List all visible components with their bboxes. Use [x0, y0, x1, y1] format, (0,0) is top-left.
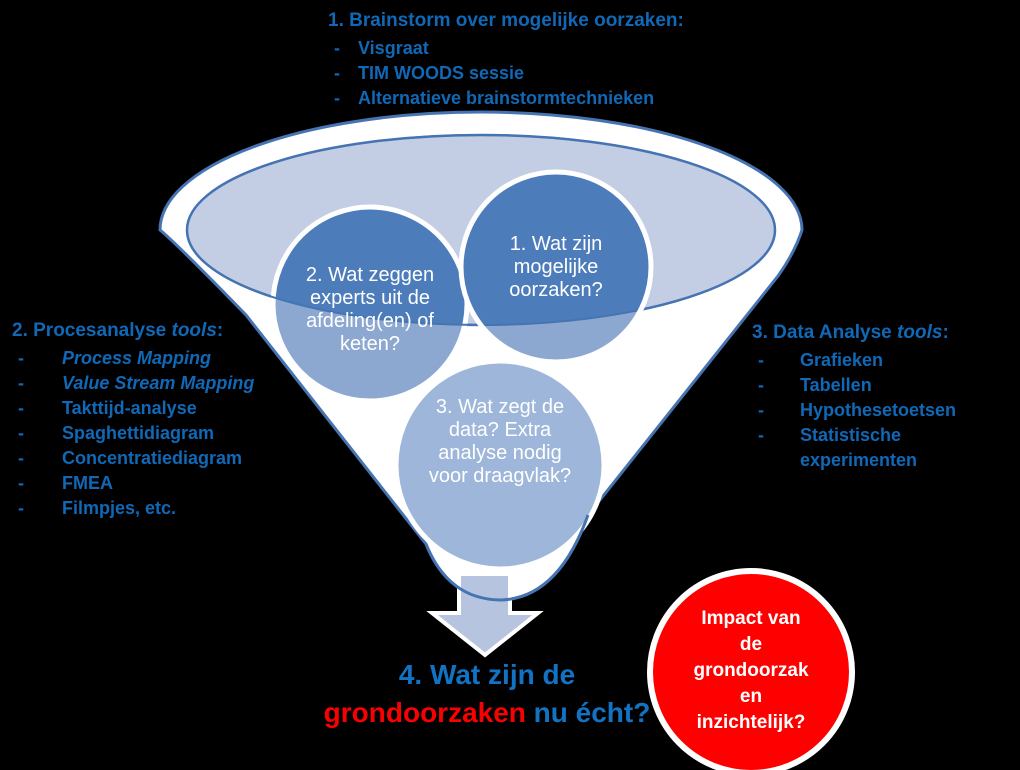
data-analyse-heading: 3. Data Analyse tools: — [752, 320, 992, 345]
list-item: - Grafieken — [752, 348, 992, 373]
list-item: - Concentratiediagram — [12, 446, 312, 471]
final-question: 4. Wat zijn de grondoorzaken nu écht? — [292, 656, 682, 732]
circle-1-label: 1. Wat zijn mogelijke oorzaken? — [509, 233, 603, 301]
list-item-label: Takttijd-analyse — [62, 398, 197, 418]
list-item-label: Value Stream Mapping — [62, 373, 255, 393]
list-item-label: FMEA — [62, 473, 113, 493]
bullet-dash: - — [758, 400, 764, 420]
circle-1-ring — [458, 169, 654, 365]
list-item: - Hypothesetoetsen — [752, 398, 992, 423]
heading-prefix: 3. Data Analyse — [752, 322, 898, 343]
data-analyse-list: 3. Data Analyse tools: - Grafieken - Tab… — [752, 320, 992, 473]
circle-3-label: 3. Wat zegt de data? Extra analyse nodig… — [428, 396, 572, 487]
final-question-blue: nu écht? — [525, 697, 651, 728]
impact-circle-shape — [647, 568, 855, 770]
list-item: - Process Mapping — [12, 346, 312, 371]
list-item: - Spaghettidiagram — [12, 421, 312, 446]
bullet-dash: - — [18, 448, 24, 468]
list-item-label: Filmpjes, etc. — [62, 498, 177, 518]
bullet-dash: - — [758, 425, 764, 445]
list-item: - TIM WOODS sessie — [328, 61, 748, 86]
list-item: - Value Stream Mapping — [12, 371, 312, 396]
funnel-bottom-outline — [424, 514, 590, 602]
bullet-dash: - — [334, 38, 340, 58]
list-item: - Filmpjes, etc. — [12, 496, 312, 521]
list-item-label: Alternatieve brainstormtechnieken — [358, 88, 655, 108]
heading-italic: tools — [897, 322, 943, 343]
list-item-label: TIM WOODS sessie — [358, 63, 525, 83]
impact-circle-label: Impact van de grondoorzak en inzichtelij… — [693, 608, 809, 733]
list-item-label: Statistische experimenten — [800, 425, 918, 470]
brainstorm-heading-text: 1. Brainstorm over mogelijke oorzaken: — [328, 10, 684, 31]
list-item-label: Grafieken — [800, 350, 884, 370]
bullet-dash: - — [758, 350, 764, 370]
brainstorm-heading: 1. Brainstorm over mogelijke oorzaken: — [328, 8, 748, 33]
list-item-label: Tabellen — [800, 375, 872, 395]
list-item: - Tabellen — [752, 373, 992, 398]
list-item-label: Visgraat — [358, 38, 429, 58]
heading-italic: tools — [171, 320, 217, 341]
list-item-label: Concentratiediagram — [62, 448, 243, 468]
bullet-dash: - — [18, 348, 24, 368]
bullet-dash: - — [18, 473, 24, 493]
list-item-label: Hypothesetoetsen — [800, 400, 957, 420]
list-item-label: Spaghettidiagram — [62, 423, 215, 443]
circle-3-shape — [393, 358, 607, 572]
heading-prefix: 2. Procesanalyse — [12, 320, 172, 341]
list-item-label: Process Mapping — [62, 348, 212, 368]
brainstorm-list: 1. Brainstorm over mogelijke oorzaken: -… — [328, 8, 748, 111]
bullet-dash: - — [334, 88, 340, 108]
list-item: - FMEA — [12, 471, 312, 496]
bullet-dash: - — [334, 63, 340, 83]
bullet-dash: - — [18, 398, 24, 418]
bullet-dash: - — [18, 498, 24, 518]
procesanalyse-heading: 2. Procesanalyse tools: — [12, 318, 312, 343]
circle-1-dark — [461, 172, 651, 325]
list-item: - Statistische experimenten — [752, 423, 992, 473]
circle-2-label: 2. Wat zeggen experts uit de afdeling(en… — [305, 264, 435, 355]
down-arrow-shape — [426, 572, 544, 658]
heading-suffix: : — [216, 320, 224, 341]
final-question-red: grondoorzaken — [323, 697, 526, 728]
bullet-dash: - — [18, 423, 24, 443]
list-item: - Visgraat — [328, 36, 748, 61]
list-item: - Alternatieve brainstormtechnieken — [328, 86, 748, 111]
heading-suffix: : — [942, 322, 949, 343]
final-question-line1: 4. Wat zijn de — [398, 659, 576, 690]
list-item: - Takttijd-analyse — [12, 396, 312, 421]
bullet-dash: - — [758, 375, 764, 395]
bullet-dash: - — [18, 373, 24, 393]
circle-2-dark — [273, 207, 467, 325]
procesanalyse-list: 2. Procesanalyse tools: - Process Mappin… — [12, 318, 312, 521]
final-question-line2: grondoorzaken nu écht? — [292, 694, 682, 732]
